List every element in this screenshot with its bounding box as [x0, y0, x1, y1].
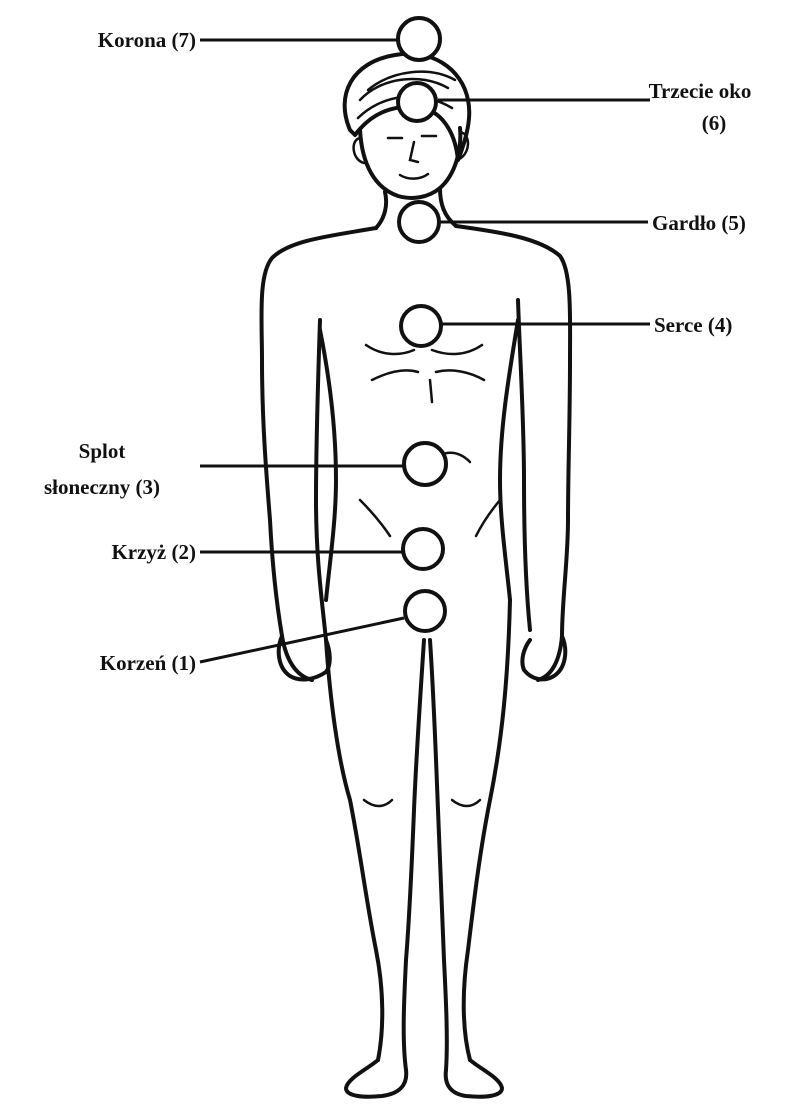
torso-left-outline	[261, 228, 376, 680]
label-trzecie-oko-line2: (6)	[702, 111, 727, 135]
label-trzecie-oko-line1: Trzecie oko	[649, 79, 752, 103]
chakra-korona	[398, 18, 440, 60]
hip-crease-right	[476, 500, 500, 536]
foot-left	[346, 1060, 406, 1097]
label-splot-line2: słoneczny (3)	[44, 475, 160, 499]
hip-crease-left	[360, 500, 390, 536]
label-serce: Serce (4)	[654, 313, 732, 337]
face	[360, 128, 460, 198]
leg-left-outer	[326, 640, 382, 1060]
arm-left-inner	[316, 320, 326, 640]
leg-right-inner	[430, 640, 447, 1070]
arm-right-inner	[518, 300, 530, 630]
chakra-labels: Korona (7) Trzecie oko (6) Gardło (5) Se…	[44, 28, 751, 675]
label-korzen: Korzeń (1)	[100, 651, 196, 675]
label-krzyz: Krzyż (2)	[111, 540, 196, 564]
leg-left-inner	[404, 640, 424, 1070]
chakra-korzen	[405, 591, 445, 631]
chakra-gardlo	[399, 202, 439, 242]
torso-right-outline	[456, 226, 570, 680]
mouth	[400, 174, 428, 179]
label-korona: Korona (7)	[98, 28, 196, 52]
waist-right	[500, 320, 518, 600]
label-gardlo: Gardło (5)	[652, 211, 746, 235]
chakra-splot	[404, 443, 446, 485]
chakra-trzecie-oko	[398, 83, 436, 121]
leg-right-outer	[464, 600, 510, 1060]
knee-left	[364, 800, 392, 806]
eyes	[388, 136, 436, 138]
label-splot-line1: Splot	[79, 439, 126, 463]
knee-right	[452, 800, 480, 806]
chakra-serce	[401, 306, 441, 346]
nose	[410, 142, 418, 162]
foot-right	[446, 1060, 502, 1097]
chakra-points	[398, 18, 446, 631]
chakra-krzyz	[403, 529, 443, 569]
rib-right	[436, 370, 484, 380]
leader-korzen	[200, 618, 404, 662]
rib-left	[372, 370, 418, 380]
navel	[430, 380, 432, 402]
